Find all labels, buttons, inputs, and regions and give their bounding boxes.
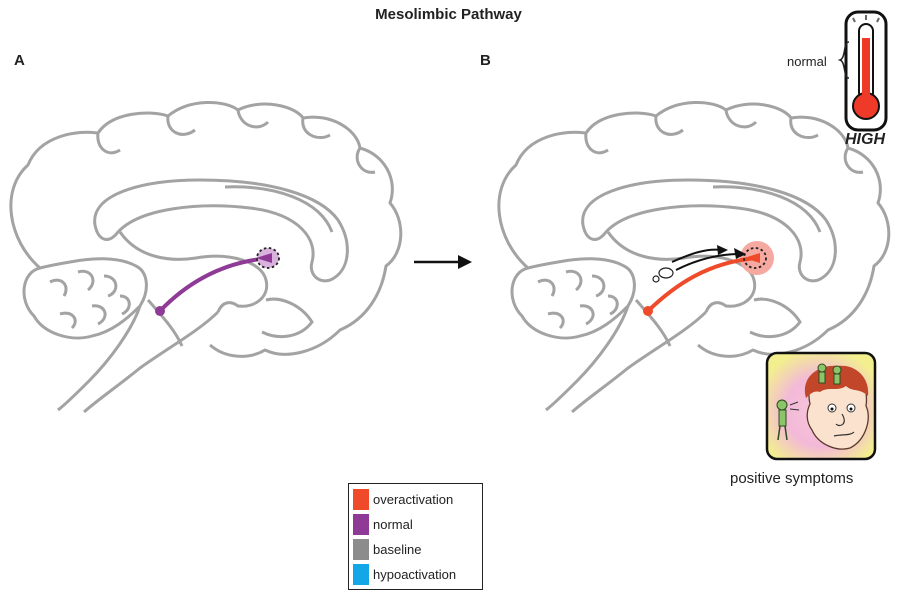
legend-swatch (353, 539, 369, 560)
legend-label: baseline (373, 542, 422, 557)
legend-label: normal (373, 517, 413, 532)
legend: overactivation normal baseline hypoactiv… (348, 483, 483, 590)
thermometer-icon (837, 10, 888, 132)
panel-b-label: B (480, 52, 491, 69)
transition-arrow (414, 255, 472, 269)
panel-a-label: A (14, 52, 25, 69)
brain-a (9, 100, 403, 414)
legend-item: normal (353, 512, 478, 537)
legend-label: hypoactivation (373, 567, 457, 582)
thermometer-normal-label: normal (787, 54, 827, 69)
hallucination-face-icon (765, 351, 877, 461)
legend-item: overactivation (353, 487, 478, 512)
legend-label: overactivation (373, 492, 454, 507)
figure-title: Mesolimbic Pathway (375, 6, 522, 23)
symptoms-label: positive symptoms (730, 470, 854, 487)
legend-swatch (353, 489, 369, 510)
overactive-pathway (643, 241, 774, 316)
normal-pathway (155, 247, 280, 316)
legend-item: hypoactivation (353, 562, 478, 587)
thermometer-level-label: HIGH (845, 131, 885, 148)
legend-swatch (353, 564, 369, 585)
legend-item: baseline (353, 537, 478, 562)
legend-swatch (353, 514, 369, 535)
